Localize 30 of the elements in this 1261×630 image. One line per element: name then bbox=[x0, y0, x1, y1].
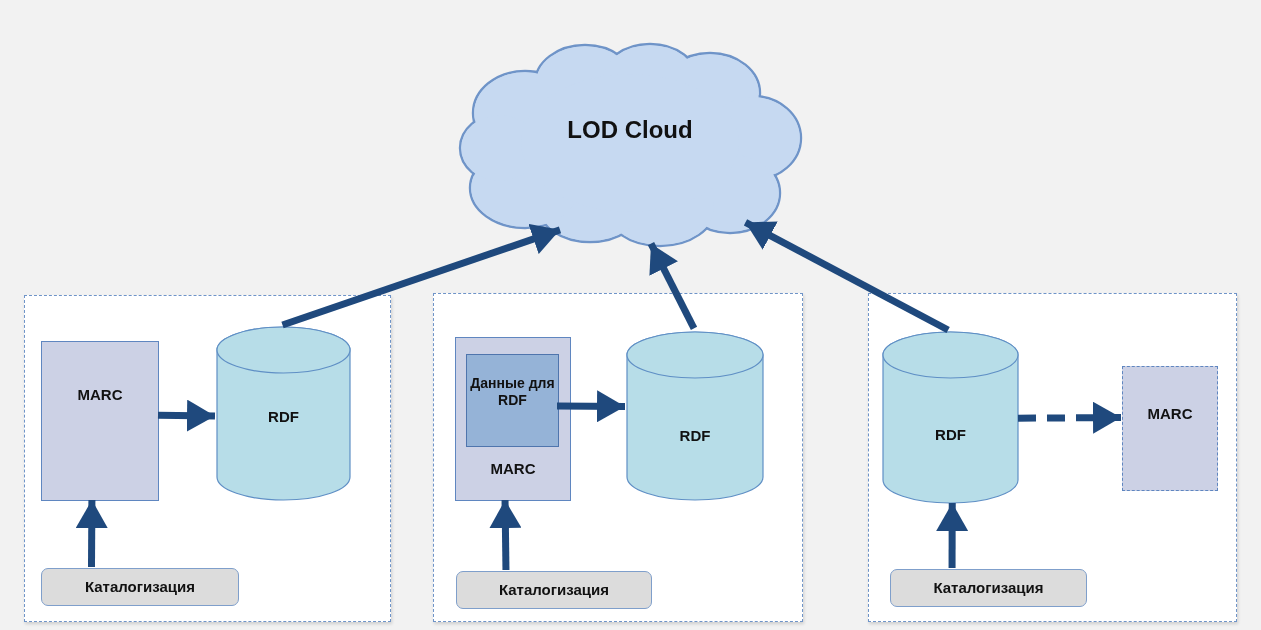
arrow bbox=[75, 499, 108, 568]
process-box bbox=[1122, 366, 1218, 491]
node-label: Каталогизация bbox=[497, 581, 611, 599]
node-label: MARC bbox=[76, 386, 124, 404]
arrow bbox=[1017, 401, 1122, 434]
arrow bbox=[556, 390, 626, 423]
node-label: Каталогизация bbox=[83, 578, 197, 596]
process-box bbox=[890, 569, 1087, 607]
arrow bbox=[281, 223, 562, 329]
process-box bbox=[41, 341, 159, 501]
node-label: Данные для RDF bbox=[469, 375, 556, 409]
node-label: MARC bbox=[1146, 405, 1194, 423]
node-label: Каталогизация bbox=[932, 579, 1045, 597]
node-label: RDF bbox=[934, 426, 967, 444]
arrow bbox=[489, 499, 522, 571]
arrow bbox=[936, 503, 969, 568]
arrow bbox=[647, 242, 698, 330]
node-label: RDF bbox=[267, 408, 300, 426]
process-box bbox=[456, 571, 652, 609]
node-label: MARC bbox=[489, 460, 537, 478]
process-box bbox=[455, 337, 571, 501]
panel-box bbox=[433, 293, 803, 622]
arrow bbox=[157, 399, 216, 432]
process-box bbox=[466, 354, 559, 447]
node-label: RDF bbox=[678, 427, 712, 445]
panel-box bbox=[24, 295, 391, 622]
node-label: LOD Cloud bbox=[566, 116, 694, 145]
process-box bbox=[41, 568, 239, 606]
panel-box bbox=[868, 293, 1237, 622]
arrow bbox=[743, 219, 950, 334]
